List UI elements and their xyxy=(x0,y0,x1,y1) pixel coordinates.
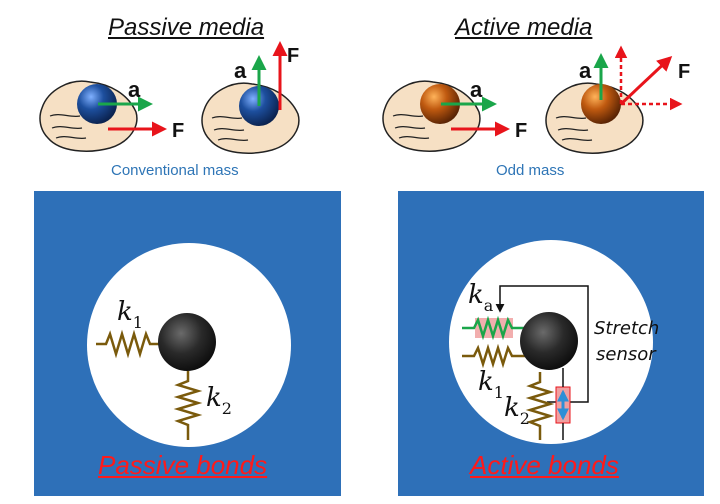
force-label: F xyxy=(515,120,527,142)
conventional-mass-caption: Conventional mass xyxy=(111,162,239,179)
spring-k1 xyxy=(96,329,160,359)
ka-label: ka xyxy=(468,280,494,315)
force-label: F xyxy=(287,45,299,67)
spring-k2 xyxy=(525,372,555,440)
mass-ball xyxy=(158,313,216,371)
active-media-title: Active media xyxy=(455,14,593,41)
k1-label: k1 xyxy=(117,297,143,332)
spring-k2 xyxy=(173,371,203,440)
spring-k1 xyxy=(462,343,528,369)
active-bonds-title: Active bonds xyxy=(470,450,619,480)
mass-ball xyxy=(520,312,578,370)
feedback-loop xyxy=(495,285,589,403)
passive-media-title: Passive media xyxy=(108,14,265,41)
force-label: F xyxy=(172,120,184,142)
active-bonds-panel: ka k1 k2 Stretch sensor xyxy=(398,191,704,496)
spring-ka xyxy=(462,315,526,341)
k2-label: k2 xyxy=(504,393,530,428)
passive-bonds-title: Passive bonds xyxy=(98,450,268,480)
k1-label: k1 xyxy=(478,367,504,402)
accel-label: a xyxy=(234,58,247,83)
k2-label: k2 xyxy=(206,383,232,418)
stretch-sensor-label-line1: Stretch xyxy=(594,318,659,339)
orange-ball xyxy=(420,84,460,124)
force-label: F xyxy=(678,61,690,83)
accel-label: a xyxy=(579,58,592,83)
blue-ball xyxy=(77,84,117,124)
odd-mass-caption: Odd mass xyxy=(496,162,565,179)
force-arrow xyxy=(619,55,673,106)
orange-ball xyxy=(581,84,621,124)
accel-label: a xyxy=(470,77,483,102)
accel-label: a xyxy=(128,77,141,102)
passive-bonds-panel: k1 k2 xyxy=(34,191,341,496)
stretch-sensor-label-line2: sensor xyxy=(596,344,657,365)
